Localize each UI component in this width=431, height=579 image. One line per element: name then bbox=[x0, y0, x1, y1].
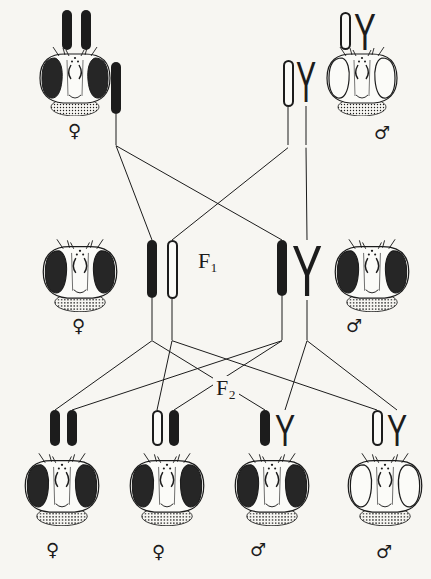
fly-head bbox=[348, 453, 422, 525]
sex-symbol: ♀ bbox=[72, 316, 85, 337]
fly-head bbox=[40, 47, 110, 116]
inheritance-line bbox=[152, 341, 265, 410]
chromosome-letter: Y bbox=[275, 408, 295, 453]
sex-symbol: ♂ bbox=[346, 316, 362, 337]
generation-label: F₂ bbox=[213, 376, 239, 400]
fly-head bbox=[235, 453, 309, 525]
chromosome-bar bbox=[50, 10, 287, 446]
fly-individual: ♀ bbox=[120, 410, 215, 575]
inheritance-line bbox=[307, 341, 397, 410]
inheritance-line bbox=[172, 341, 377, 410]
fly-individual: ♀ bbox=[30, 240, 185, 341]
fly-head bbox=[25, 453, 99, 525]
fly-individual: ♂ bbox=[225, 410, 320, 575]
sex-symbol: ♀ bbox=[46, 540, 59, 561]
generation-label: F₁ bbox=[198, 250, 218, 272]
chromosome-letter: Y bbox=[354, 6, 376, 58]
sex-symbol: ♀ bbox=[152, 542, 165, 563]
fly-individual: ♀ bbox=[15, 410, 110, 575]
inheritance-line bbox=[116, 146, 152, 240]
sex-symbol: ♂ bbox=[250, 540, 266, 561]
inheritance-line bbox=[285, 341, 307, 410]
fly-head bbox=[43, 239, 117, 311]
chromosome-line bbox=[116, 106, 307, 340]
inheritance-line bbox=[72, 341, 282, 410]
chromosome-letter: Y bbox=[292, 234, 322, 307]
fly-head bbox=[130, 453, 204, 525]
sex-symbol: ♀ bbox=[68, 121, 81, 142]
sex-symbol: ♂ bbox=[376, 542, 392, 563]
fly-head bbox=[335, 239, 409, 311]
inheritance-line bbox=[306, 148, 307, 240]
fly-individual: ♂ bbox=[338, 410, 428, 575]
inheritance-line bbox=[172, 148, 288, 240]
inheritance-line bbox=[174, 341, 282, 410]
sex-symbol: ♂ bbox=[374, 123, 390, 144]
chromosome-letter: Y bbox=[387, 408, 407, 453]
fly-individual: ♀ bbox=[28, 5, 128, 146]
chromosome-letter: Y bbox=[296, 53, 316, 111]
inheritance-line bbox=[116, 146, 282, 240]
chromosome-outline bbox=[153, 13, 382, 445]
